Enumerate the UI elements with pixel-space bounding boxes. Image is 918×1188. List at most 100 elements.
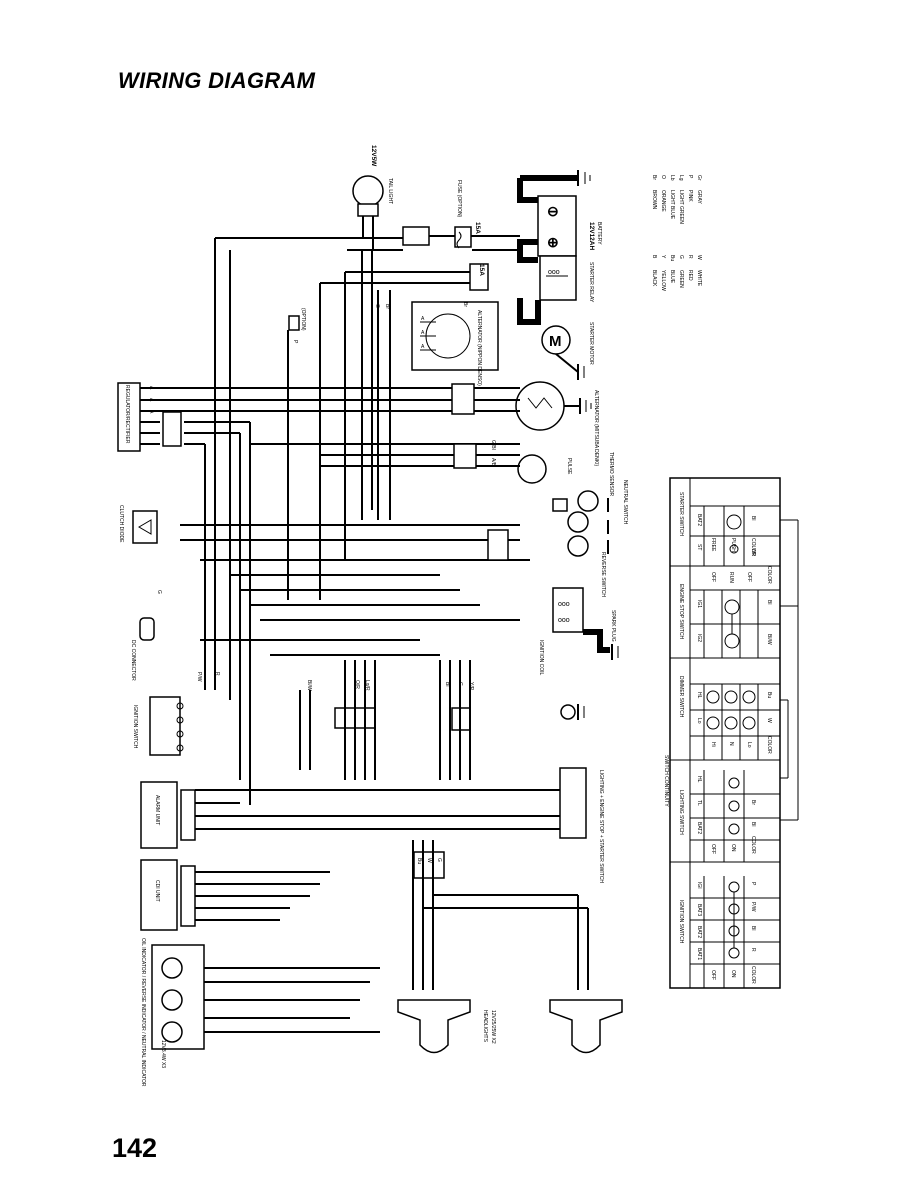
- ignition-row: OFF: [710, 970, 716, 980]
- wire-label-y-r: Y/R: [468, 682, 474, 691]
- battery-label: BATTERY: [596, 222, 602, 245]
- option-connector: (OPTION): [288, 308, 306, 331]
- dimmer-row: COLOR: [766, 736, 772, 754]
- lighting-color: Br: [750, 800, 756, 805]
- starter-relay-label: STARTER RELAY: [588, 262, 594, 303]
- legend-name: RED: [687, 270, 693, 281]
- alternator-nippon-label: ALTERNATOR (NIPPON DENSO): [476, 310, 482, 386]
- wire-label-g: G: [457, 682, 463, 686]
- engine-stop-switch-table: ENGINE STOP SWITCH IG1 IG2 OFF RUN OFF C…: [670, 566, 780, 659]
- legend-code: Bu: [669, 255, 675, 261]
- regulator-rectifier: REGULATOR/RECTIFIER: [117, 382, 182, 452]
- ignition-switch-label: IGNITION SWITCH: [132, 705, 138, 749]
- handlebar-switch: LIGHTING + ENGINE STOP + STARTER SWITCH: [559, 767, 604, 883]
- clutch-diode-label: CLUTCH DIODE: [118, 505, 124, 543]
- starter-col: BAT2: [696, 514, 702, 526]
- lighting-col: TL: [696, 800, 702, 806]
- tail-light: 12V5W TAIL LIGHT: [352, 145, 393, 250]
- legend-code: P: [687, 175, 693, 179]
- wire-label-g: G: [156, 590, 162, 594]
- fuse-rating-2: 15A: [478, 264, 485, 276]
- lighting-switch-table: LIGHTING SWITCH BAT2 TL HL OFF ON COLOR …: [670, 760, 780, 863]
- svg-text:M: M: [549, 333, 562, 350]
- ignition-col: BAT2: [696, 926, 702, 938]
- battery: ⊖ ⊕ 12V12AH BATTERY: [517, 170, 602, 263]
- legend-code: W: [696, 255, 702, 260]
- fuse-label: FUSE (OPTION): [456, 180, 462, 218]
- dimmer-switch-table: DIMMER SWITCH HL Lo Hi N Lo COLOR Bu W: [670, 658, 780, 761]
- lighting-title: LIGHTING SWITCH: [678, 790, 684, 835]
- regulator-label: REGULATOR/RECTIFIER: [124, 385, 130, 444]
- indicators-rating: 12V3.4W X3: [160, 1040, 166, 1068]
- wire-label-a: A: [148, 398, 154, 402]
- starter-switch-table: STARTER SWITCH BAT2 ST FREE PUSH COLOR B…: [670, 478, 780, 567]
- legend-name: GRAY: [696, 190, 702, 204]
- starter-row: COLOR: [750, 538, 756, 556]
- starter-relay: ooo STARTER RELAY: [539, 255, 594, 303]
- alternator-nippon: A A A ALTERNATOR (NIPPON DENSO): [411, 301, 499, 386]
- legend-code: Gr: [696, 175, 702, 181]
- wire-harness: [140, 235, 589, 1033]
- dimmer-color: W: [766, 718, 772, 723]
- svg-text:ooo: ooo: [558, 617, 570, 624]
- dimmer-row: Hi: [710, 742, 716, 747]
- ignition-col: BAT3: [696, 904, 702, 916]
- option-label: (OPTION): [300, 308, 306, 331]
- legend-code: B: [651, 255, 657, 259]
- lighting-row: OFF: [710, 844, 716, 854]
- ignition-table-title: IGNITION SWITCH: [678, 900, 684, 944]
- wire-label-p-w: P/W: [196, 672, 202, 682]
- alarm-unit-label: ALARM UNIT: [154, 795, 160, 825]
- engine-stop-color: Bl: [766, 600, 772, 604]
- wire-label-a: A: [148, 386, 154, 390]
- legend-name: BLACK: [651, 270, 657, 287]
- wire-label-g-bl: G/Bl: [490, 440, 496, 450]
- page-number: 142: [112, 1133, 158, 1163]
- headlights: HEADLIGHTS 12V25/25W X2: [397, 999, 623, 1054]
- page-title: WIRING DIAGRAM: [118, 68, 316, 93]
- lighting-row: COLOR: [750, 836, 756, 854]
- legend-name: BLUE: [669, 270, 675, 284]
- svg-text:A: A: [421, 344, 425, 350]
- starter-row: PUSH: [730, 538, 736, 552]
- svg-text:ooo: ooo: [558, 601, 570, 608]
- ignition-color: P/W: [750, 902, 756, 912]
- legend-name: GREEN: [678, 270, 684, 288]
- starter-motor: M STARTER MOTOR: [517, 298, 594, 373]
- wire-labels: A A A Lg/R O/R Y/R Bl G P/W R P G Bu W G…: [148, 302, 496, 864]
- pulse-generator: PULSE: [517, 454, 572, 484]
- lighting-col: HL: [696, 776, 702, 783]
- svg-text:⊖: ⊖: [547, 203, 559, 219]
- cdi-unit: CDI UNIT: [140, 859, 196, 931]
- legend-name: WHITE: [696, 270, 702, 287]
- engine-stop-row: OFF: [746, 572, 752, 582]
- engine-stop-row: COLOR: [766, 566, 772, 584]
- wire-label-g: G: [374, 304, 380, 308]
- dimmer-col: HL: [696, 692, 702, 699]
- dimmer-col: Lo: [696, 718, 702, 724]
- ignition-coil-label: IGNITION COIL: [538, 640, 544, 676]
- starter-switch-title: STARTER SWITCH: [678, 492, 684, 536]
- engine-stop-row: OFF: [710, 572, 716, 582]
- legend-code: Br: [651, 175, 657, 180]
- starter-motor-label: STARTER MOTOR: [588, 322, 594, 365]
- wire-label-a: A: [148, 410, 154, 414]
- dimmer-color: Bu: [766, 692, 772, 698]
- legend-code: Lg: [678, 175, 684, 181]
- legend-name: PINK: [687, 190, 693, 202]
- cdi-unit-label: CDI UNIT: [154, 880, 160, 902]
- lighting-row: ON: [730, 844, 736, 852]
- wire-label-a-bl: A/Bl: [490, 458, 496, 467]
- dimmer-row: Lo: [746, 742, 752, 748]
- ground-terminal: [560, 704, 576, 720]
- dimmer-title: DIMMER SWITCH: [678, 676, 684, 718]
- svg-text:ooo: ooo: [548, 269, 560, 276]
- alternator-mitsuba: ALTERNATOR (MITSUBA DENKI): [515, 381, 599, 466]
- headlights-rating: 12V25/25W X2: [490, 1010, 496, 1044]
- indicator-lamps: OIL INDICATOR / REVERSE INDICATOR / NEUT…: [140, 938, 205, 1087]
- legend-name: BROWN: [651, 190, 657, 210]
- wire-label-g: G: [436, 858, 442, 862]
- svg-text:⊕: ⊕: [547, 234, 559, 250]
- handlebar-switch-label: LIGHTING + ENGINE STOP + STARTER SWITCH: [598, 770, 604, 883]
